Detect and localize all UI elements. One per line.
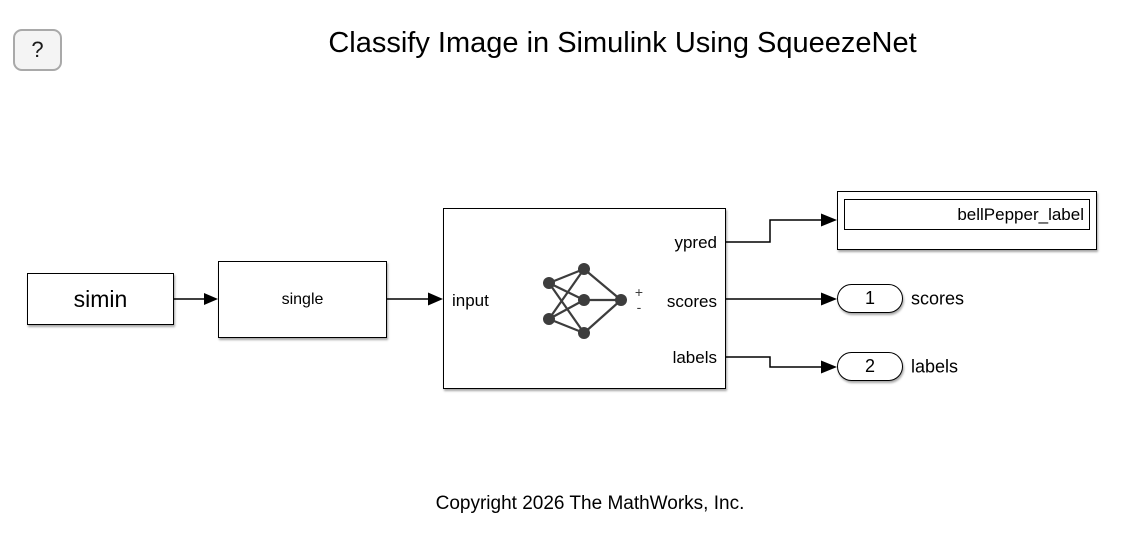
input-port-label: input (452, 291, 489, 310)
single-cast-block[interactable]: single (218, 261, 387, 338)
wire-ypred-to-display[interactable] (726, 213, 837, 243)
simin-block-label: simin (73, 285, 128, 312)
outport-labels-number: 2 (864, 356, 875, 376)
minus-sign: - (636, 299, 642, 315)
help-button[interactable]: ? (13, 29, 62, 71)
display-value: bellPepper_label (957, 204, 1084, 224)
single-cast-block-label: single (281, 290, 324, 308)
display-block[interactable]: bellPepper_label (837, 191, 1097, 250)
plus-sign: + (634, 284, 644, 300)
outport-labels-name: labels (911, 356, 959, 377)
labels-port-label: labels (672, 348, 717, 367)
question-mark-icon: ? (31, 37, 44, 62)
plus-minus-icon: + - (631, 285, 647, 315)
outport-scores[interactable]: 1 (837, 284, 903, 313)
outport-scores-name: scores (911, 288, 965, 309)
outport-scores-number: 1 (864, 288, 875, 308)
wire-simin-to-single[interactable] (174, 293, 218, 305)
copyright-annotation: Copyright 2026 The MathWorks, Inc. (435, 493, 745, 514)
image-classifier-block[interactable]: input ypred scores labels (443, 208, 726, 389)
simin-block[interactable]: simin (27, 273, 174, 325)
outport-labels[interactable]: 2 (837, 352, 903, 381)
wire-single-to-classifier[interactable] (387, 292, 443, 306)
ypred-port-label: ypred (674, 233, 717, 252)
wire-labels-to-outport[interactable] (726, 356, 837, 374)
scores-port-label: scores (666, 292, 717, 311)
wire-scores-to-outport[interactable] (726, 292, 837, 306)
model-title: Classify Image in Simulink Using Squeeze… (328, 27, 917, 59)
display-value-field: bellPepper_label (844, 199, 1090, 230)
neural-network-icon (543, 263, 627, 339)
